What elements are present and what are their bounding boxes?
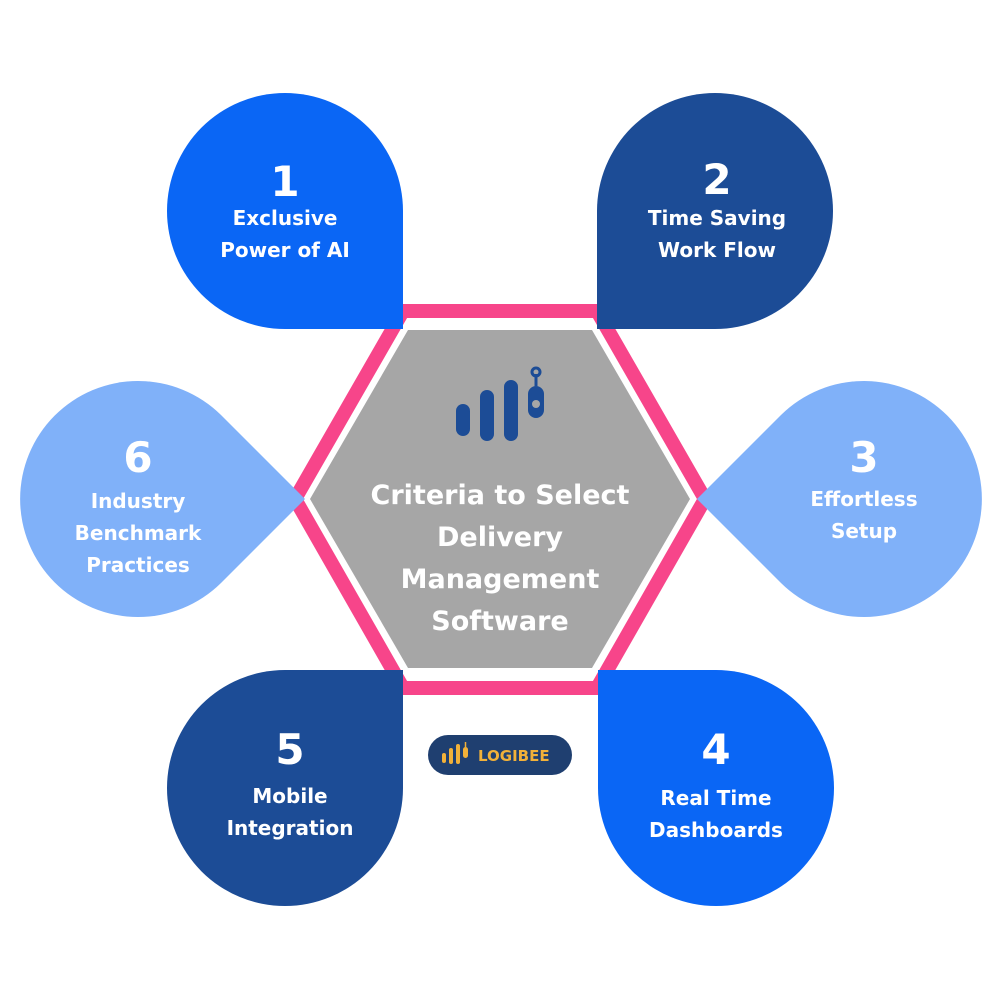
center-title-line-1: Criteria to Select — [371, 480, 630, 511]
center-hexagon — [310, 330, 690, 668]
criterion-4-label-line-2: Dashboards — [649, 818, 783, 842]
criterion-4: 4 Real Time Dashboards — [598, 670, 834, 906]
logibee-bars-icon — [442, 742, 468, 764]
criterion-6-label-line-3: Practices — [86, 553, 190, 577]
center-title: Criteria to Select Delivery Management S… — [371, 480, 630, 637]
criterion-3-number: 3 — [849, 433, 878, 482]
criterion-3-shape — [697, 381, 982, 617]
criterion-4-number: 4 — [701, 725, 730, 774]
center-title-line-4: Software — [431, 606, 568, 637]
center-title-line-2: Delivery — [437, 522, 563, 553]
criterion-2-label-line-2: Work Flow — [658, 238, 776, 262]
brand-name: LOGIBEE — [478, 747, 550, 765]
criterion-5-label-line-1: Mobile — [252, 784, 327, 808]
bar-chart-robot-icon — [456, 366, 544, 441]
criterion-1-label-line-2: Power of AI — [220, 238, 350, 262]
criterion-6: 6 Industry Benchmark Practices — [20, 381, 305, 617]
criterion-3: 3 Effortless Setup — [697, 381, 982, 617]
criterion-6-shape — [20, 381, 305, 617]
criterion-5-number: 5 — [275, 725, 304, 774]
criterion-4-label-line-1: Real Time — [660, 786, 771, 810]
criterion-5-shape — [167, 670, 403, 906]
criterion-6-number: 6 — [123, 433, 152, 482]
criterion-1-label-line-1: Exclusive — [233, 206, 338, 230]
criterion-2-label-line-1: Time Saving — [648, 206, 786, 230]
criterion-3-label-line-2: Setup — [831, 519, 897, 543]
center-title-line-3: Management — [401, 564, 600, 595]
criterion-2-shape — [597, 93, 833, 329]
criterion-2-number: 2 — [702, 155, 731, 204]
criterion-4-shape — [598, 670, 834, 906]
brand-badge-bg — [428, 735, 572, 775]
criterion-1-number: 1 — [270, 157, 299, 206]
criterion-5: 5 Mobile Integration — [167, 670, 403, 906]
criterion-1-shape — [167, 93, 403, 329]
criterion-3-label-line-1: Effortless — [810, 487, 917, 511]
criterion-5-label-line-2: Integration — [227, 816, 354, 840]
criterion-1: 1 Exclusive Power of AI — [167, 93, 403, 329]
criterion-6-label-line-1: Industry — [91, 489, 186, 513]
criterion-6-label-line-2: Benchmark — [75, 521, 202, 545]
criterion-2: 2 Time Saving Work Flow — [597, 93, 833, 329]
brand-logo: LOGIBEE — [428, 735, 572, 775]
